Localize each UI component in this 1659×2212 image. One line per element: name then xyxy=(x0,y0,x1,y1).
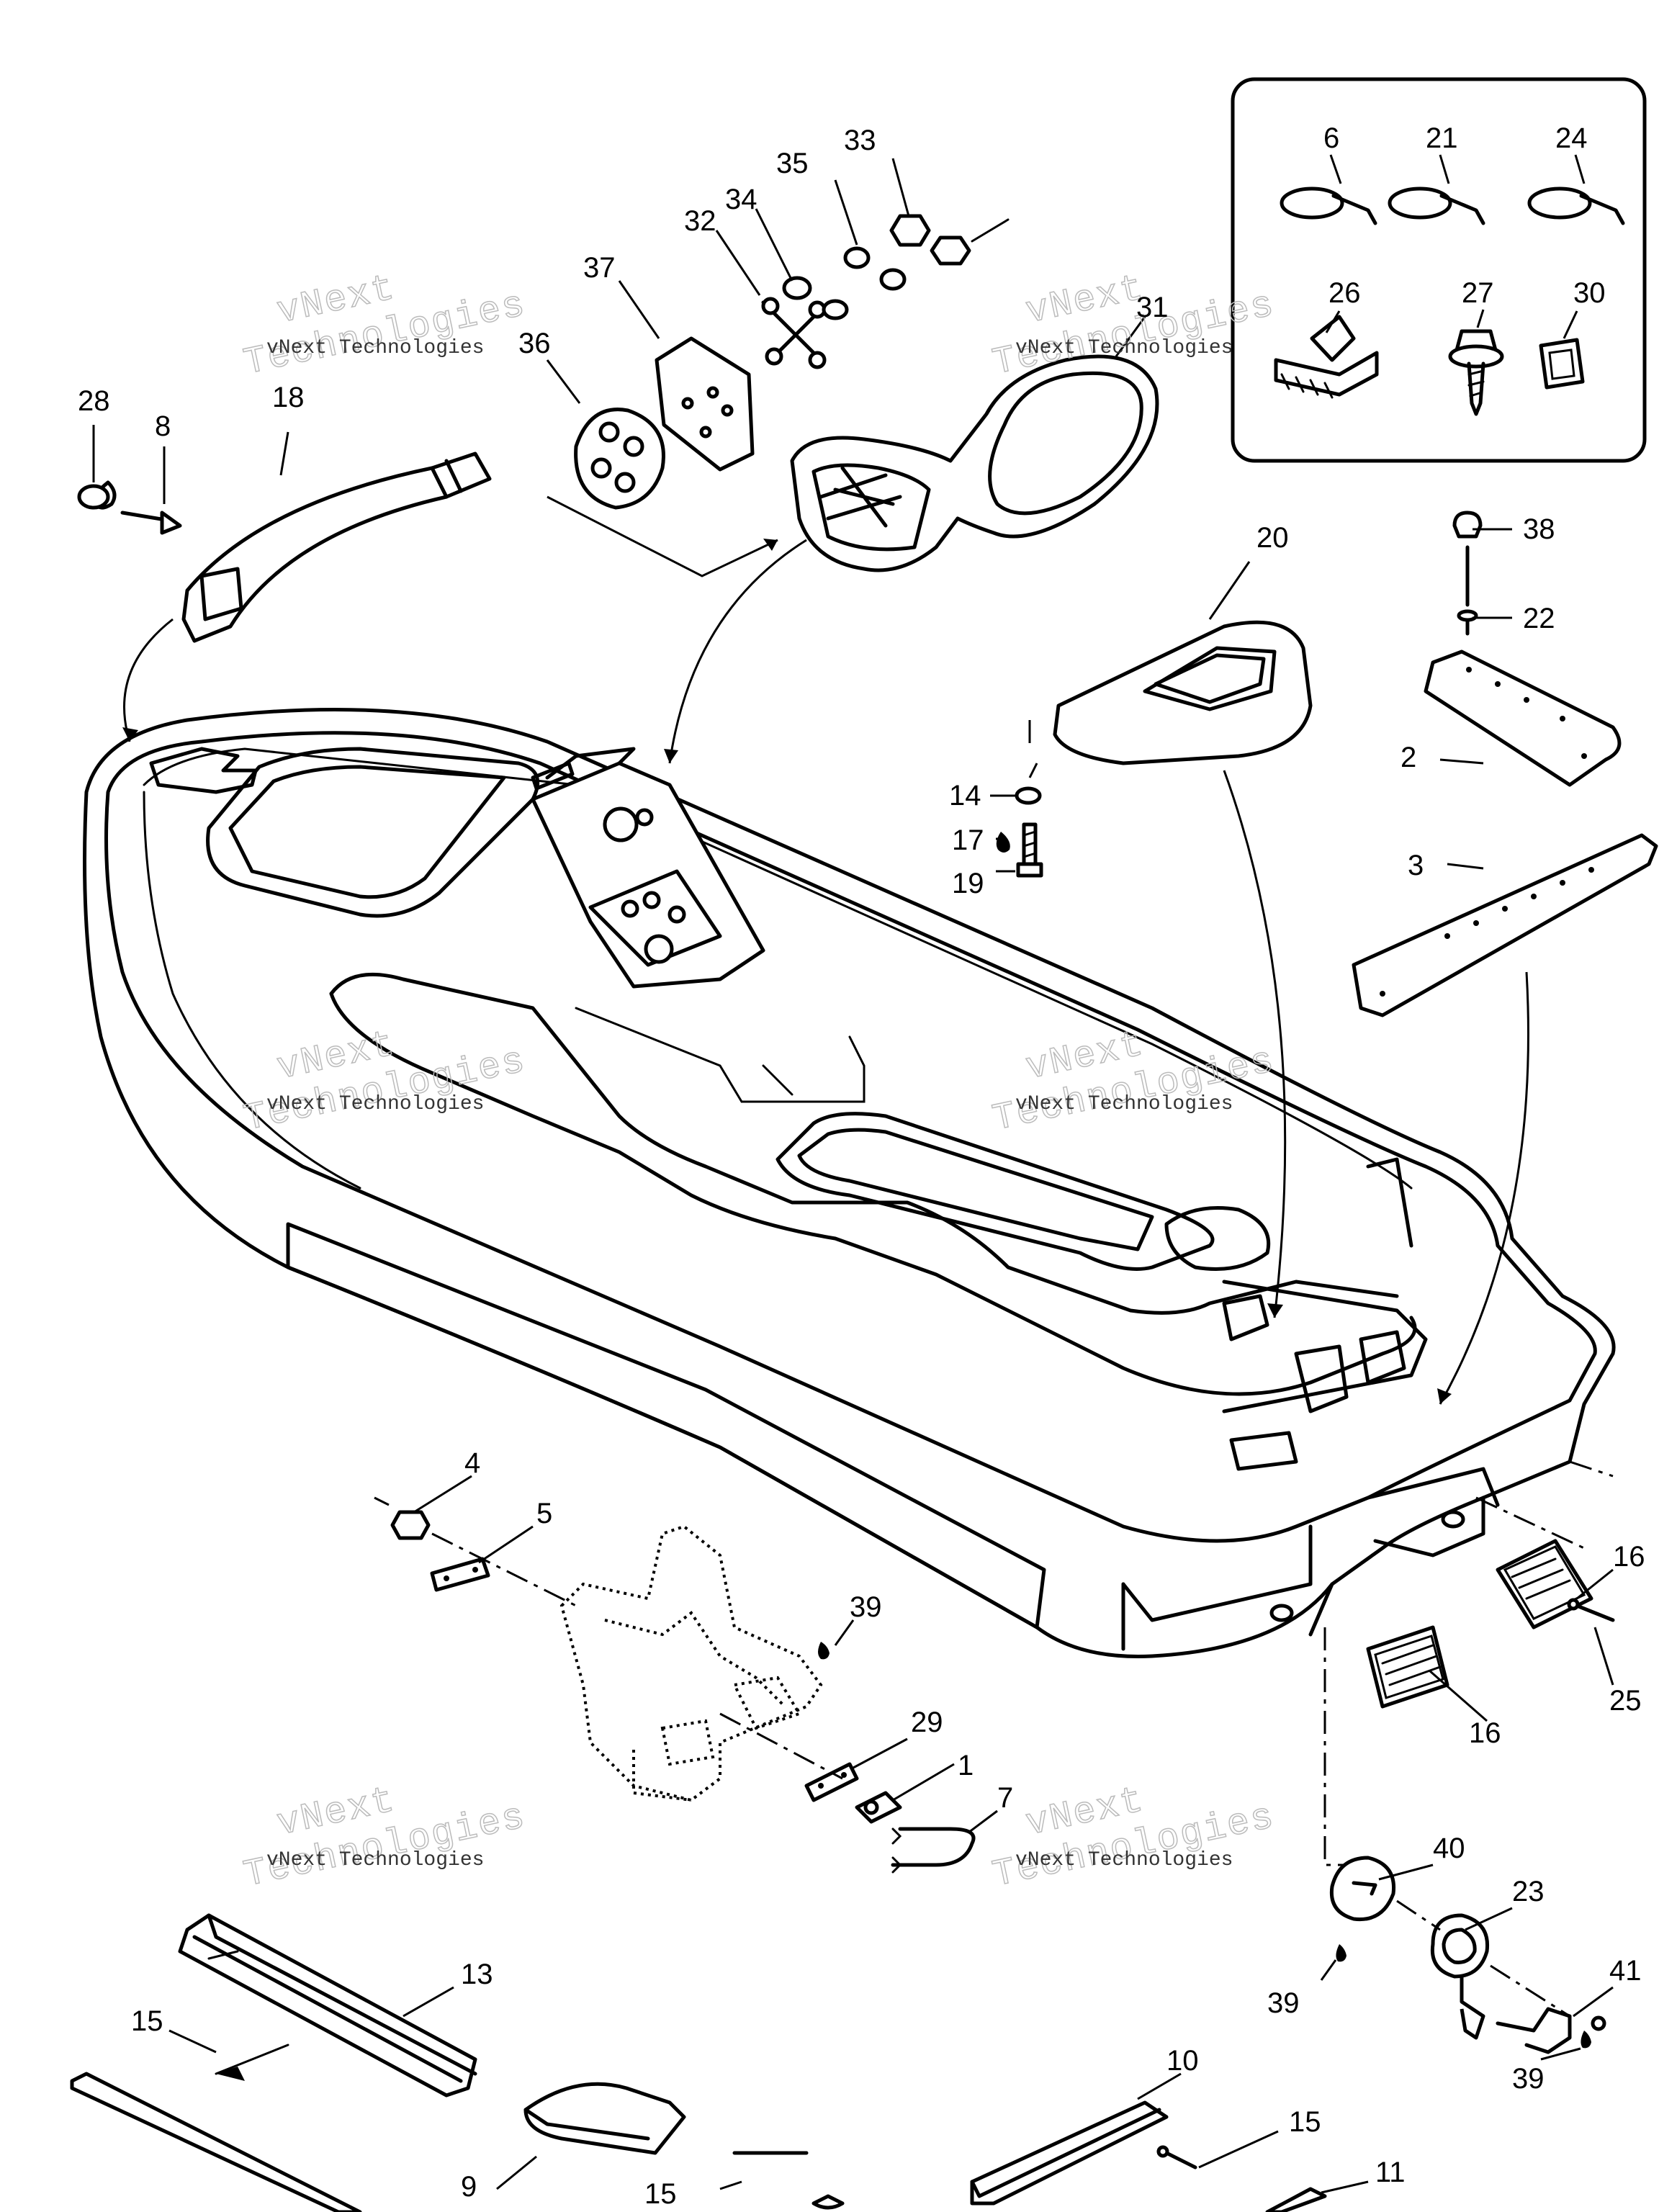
callout-1: 1 xyxy=(958,1750,974,1781)
callout-16-lower: 16 xyxy=(1469,1717,1501,1749)
watermark-company: vNext Technologies xyxy=(266,337,484,359)
callout-6: 6 xyxy=(1323,122,1339,154)
callout-28: 28 xyxy=(78,385,110,417)
callout-23: 23 xyxy=(1512,1876,1545,1907)
callout-39-right: 39 xyxy=(1512,2063,1545,2095)
callout-24: 24 xyxy=(1555,122,1588,154)
callout-37: 37 xyxy=(583,252,616,284)
rear-hatch xyxy=(775,1112,1215,1271)
hull-body xyxy=(83,707,1616,1658)
callout-9: 9 xyxy=(461,2171,477,2203)
bottom-parts xyxy=(70,1913,1327,2212)
callout-20: 20 xyxy=(1256,522,1289,554)
callout-40: 40 xyxy=(1433,1833,1465,1864)
callout-11: 11 xyxy=(1375,2157,1406,2188)
callout-10: 10 xyxy=(1166,2045,1199,2077)
mirror-31 xyxy=(790,354,1159,572)
callout-21: 21 xyxy=(1426,122,1458,154)
callout-25: 25 xyxy=(1609,1685,1642,1717)
deck-plate-3 xyxy=(1352,833,1658,1017)
mirror-plate-37 xyxy=(655,336,755,472)
assembly-arrows xyxy=(122,539,1529,1405)
callout-22: 22 xyxy=(1523,603,1555,634)
callout-39-left: 39 xyxy=(1267,1987,1300,2019)
fastener-inset-box xyxy=(1231,77,1647,463)
watermark-company: vNext Technologies xyxy=(1015,1849,1233,1871)
callout-8: 8 xyxy=(155,410,171,442)
callout-14: 14 xyxy=(949,780,981,811)
callout-30: 30 xyxy=(1573,277,1606,309)
callout-41: 41 xyxy=(1609,1955,1642,1987)
callout-34: 34 xyxy=(725,184,757,215)
callout-4: 4 xyxy=(464,1447,480,1479)
watermark-company: vNext Technologies xyxy=(266,1093,484,1115)
callout-5: 5 xyxy=(536,1498,552,1529)
cable-tie-21 xyxy=(1388,154,1485,225)
callout-27: 27 xyxy=(1462,277,1494,309)
handle-pad-18 xyxy=(77,451,492,643)
watermark-company: vNext Technologies xyxy=(1015,1093,1233,1115)
callout-39-center: 39 xyxy=(850,1591,882,1623)
callout-7: 7 xyxy=(997,1782,1013,1814)
screw-27 xyxy=(1448,309,1504,416)
callout-2: 2 xyxy=(1401,742,1416,773)
square-plate-30 xyxy=(1539,310,1585,390)
deck-plate-2 xyxy=(1424,511,1622,787)
cable-tie-24 xyxy=(1527,154,1625,225)
callout-26: 26 xyxy=(1328,277,1361,309)
callout-13: 13 xyxy=(461,1959,493,1990)
callout-36: 36 xyxy=(518,328,551,359)
callout-15-bottom: 15 xyxy=(644,2178,677,2210)
front-hatch xyxy=(206,747,540,918)
cable-tie-6 xyxy=(1280,154,1377,225)
callout-17: 17 xyxy=(952,824,984,856)
rear-pad-20 xyxy=(996,620,1313,878)
callout-15-left: 15 xyxy=(131,2005,163,2037)
rear-pads-16 xyxy=(1366,1460,1615,1709)
leader-lines xyxy=(92,158,1614,2194)
pump-support-assembly xyxy=(374,1496,976,1874)
gasket-36 xyxy=(574,408,665,510)
callout-18: 18 xyxy=(272,382,305,413)
callout-32: 32 xyxy=(684,205,716,237)
callout-15-right: 15 xyxy=(1289,2106,1321,2138)
watermark-company: vNext Technologies xyxy=(1015,337,1233,359)
callout-3: 3 xyxy=(1408,850,1424,881)
callout-38: 38 xyxy=(1523,513,1555,545)
callout-16-upper: 16 xyxy=(1613,1541,1645,1573)
callout-29: 29 xyxy=(911,1707,943,1738)
callout-19: 19 xyxy=(952,868,984,899)
watermark-company: vNext Technologies xyxy=(266,1849,484,1871)
callout-31: 31 xyxy=(1136,292,1169,323)
callout-35: 35 xyxy=(776,148,809,179)
callout-labels: 1 2 3 4 5 6 7 8 9 10 11 13 14 15 15 15 1… xyxy=(78,122,1645,2210)
clip-26 xyxy=(1274,310,1379,399)
drain-plug-group xyxy=(1323,1627,1606,2054)
callout-33: 33 xyxy=(844,125,876,156)
mirror-assembly xyxy=(547,214,1159,577)
